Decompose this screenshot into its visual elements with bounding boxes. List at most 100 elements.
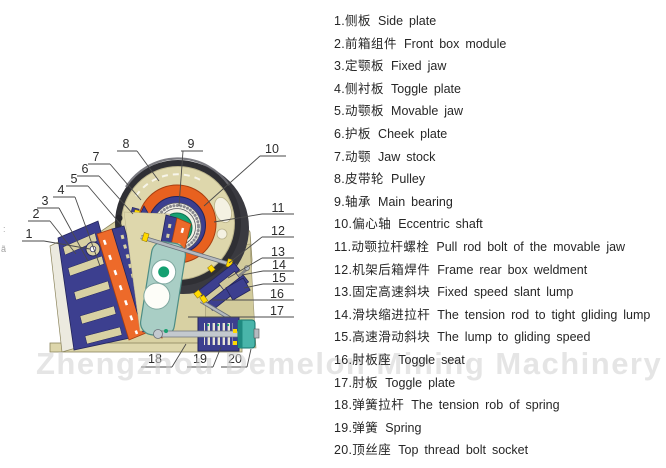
legend-item-english: Eccentric shaft — [398, 217, 483, 232]
legend-item-number: 19. — [334, 420, 353, 435]
leader-line-8 — [136, 150, 160, 182]
leader-line-3 — [58, 207, 89, 262]
legend-item-chinese: 动颚拉杆螺栓 — [351, 239, 430, 254]
legend-item-english: The tension rob of spring — [411, 398, 560, 413]
legend-item-chinese: 皮带轮 — [345, 172, 385, 187]
legend-item-15: 15.高速滑动斜块 The lump to gliding speed — [334, 326, 666, 349]
callout-number-13: 13 — [271, 245, 285, 259]
leader-line-19 — [212, 346, 222, 368]
callout-number-10: 10 — [265, 142, 279, 156]
legend-item-number: 1. — [334, 14, 346, 28]
legend-item-english: Fixed speed slant lump — [437, 285, 574, 300]
legend-item-chinese: 机架后箱焊件 — [352, 262, 431, 277]
callout-number-3: 3 — [42, 194, 49, 208]
callout-number-14: 14 — [272, 258, 286, 272]
legend-item-number: 15. — [334, 330, 353, 345]
callout-number-11: 11 — [272, 201, 285, 215]
legend-item-english: Main bearing — [378, 194, 453, 209]
spring — [205, 323, 233, 345]
legend-item-number: 9. — [334, 194, 346, 209]
leader-line-7 — [109, 163, 142, 201]
legend-item-english: Pulley — [391, 172, 426, 187]
legend-item-number: 12. — [334, 262, 353, 277]
leader-line-5 — [87, 185, 123, 227]
leader-line-18 — [171, 343, 187, 368]
legend-item-13: 13.固定高速斜块 Fixed speed slant lump — [334, 281, 666, 304]
legend-item-chinese: 前箱组件 — [345, 36, 398, 51]
legend-item-english: The tension rod to tight gliding lump — [437, 307, 651, 322]
callout-number-9: 9 — [188, 137, 195, 151]
callout-number-1: 1 — [26, 227, 33, 241]
disc-cutout — [213, 196, 233, 224]
callout-number-7: 7 — [93, 150, 100, 164]
legend-item-english: Frame rear box weldment — [437, 262, 588, 277]
legend-item-english: Fixed jaw — [391, 59, 447, 74]
edge-artifact-2: ã — [1, 244, 7, 254]
legend-item-9: 9.轴承 Main bearing — [334, 191, 666, 214]
legend-item-english: Movable jaw — [391, 104, 464, 119]
callout-number-12: 12 — [271, 224, 285, 238]
legend-item-english: Front box module — [404, 36, 507, 51]
leader-line-9 — [178, 150, 184, 207]
callout-number-6: 6 — [82, 162, 89, 176]
legend-item-english: Pull rod bolt of the movable jaw — [436, 239, 626, 254]
legend-item-number: 7. — [334, 149, 346, 164]
legend-item-chinese: 固定高速斜块 — [352, 285, 431, 300]
yellow-accent — [207, 264, 216, 273]
legend-item-number: 6. — [334, 126, 346, 141]
legend-item-english: Toggle plate — [391, 81, 461, 96]
leader-line-15 — [243, 283, 264, 289]
leader-line-1 — [43, 240, 91, 250]
callout-number-2: 2 — [33, 207, 40, 221]
leader-line-13 — [227, 257, 263, 279]
legend-item-number: 16. — [334, 352, 353, 367]
yellow-accent — [233, 341, 237, 345]
legend-item-number: 18. — [334, 398, 353, 413]
legend-item-english: The lump to gliding speed — [437, 330, 591, 345]
legend-item-chinese: 侧衬板 — [345, 81, 385, 96]
legend-item-chinese: 轴承 — [345, 194, 372, 209]
legend-item-chinese: 高速滑动斜块 — [352, 330, 431, 345]
leader-line-2 — [49, 220, 77, 255]
jaw-stock-group — [139, 241, 187, 337]
legend-item-chinese: 护板 — [345, 126, 372, 141]
legend-item-number: 10. — [334, 217, 353, 232]
legend-item-english: Toggle plate — [385, 375, 456, 390]
legend-item-chinese: 动颚 — [345, 149, 372, 164]
legend-item-chinese: 弹簧 — [352, 420, 379, 435]
legend-item-english: Jaw stock — [378, 149, 436, 164]
yellow-accent — [193, 289, 203, 299]
leader-line-20 — [246, 348, 252, 368]
callout-number-4: 4 — [58, 183, 65, 197]
leader-line-12 — [228, 236, 263, 264]
edge-artifact-1: : — [3, 224, 6, 234]
leader-line-14 — [241, 270, 264, 276]
legend-item-english: Spring — [385, 420, 422, 435]
legend-item-6: 6.护板 Cheek plate — [334, 123, 666, 146]
legend-item-number: 5. — [334, 104, 346, 119]
yellow-accent — [233, 329, 237, 333]
legend-item-english: Cheek plate — [378, 126, 448, 141]
callout-number-16: 16 — [270, 287, 284, 301]
legend-item-chinese: 肘板座 — [352, 352, 392, 367]
callout-number-17: 17 — [270, 304, 284, 318]
spring-assembly-group — [153, 316, 260, 352]
callout-number-18: 18 — [148, 352, 162, 366]
legend-item-number: 14. — [334, 307, 353, 322]
legend-item-number: 2. — [334, 36, 346, 51]
yellow-accent — [199, 294, 209, 304]
legend-item-number: 13. — [334, 285, 353, 300]
